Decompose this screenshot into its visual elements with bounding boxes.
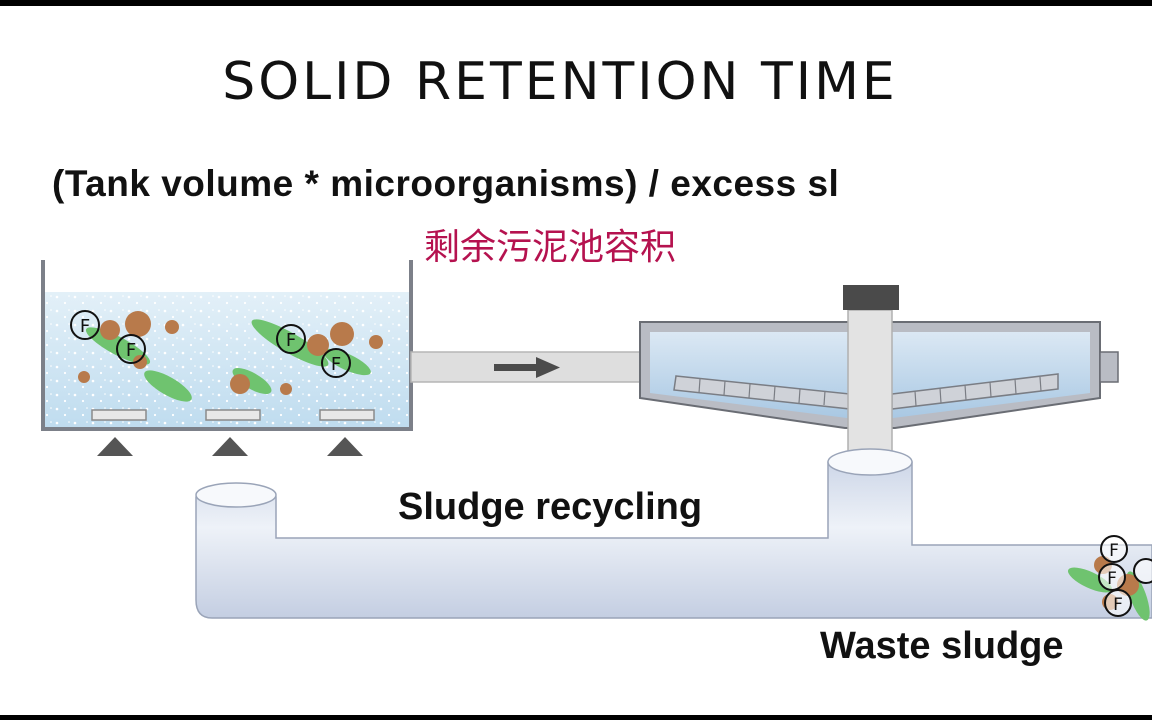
aeration-tank <box>41 260 413 456</box>
green-floc <box>251 319 329 367</box>
tank-support <box>97 437 133 456</box>
f-badge-letter: F <box>80 316 90 337</box>
tank-support <box>327 437 363 456</box>
chinese-subtitle: 剩余污泥池容积 <box>424 227 677 268</box>
f-badge-letter: F <box>1107 569 1117 589</box>
waste-sludge-label: Waste sludge <box>820 625 1064 667</box>
green-floc <box>144 370 192 402</box>
brown-floc <box>133 355 147 369</box>
brown-floc <box>78 371 90 383</box>
f-badge-letter: F <box>286 330 296 351</box>
brown-floc <box>369 335 383 349</box>
tank-support <box>212 437 248 456</box>
tank-walls <box>41 260 413 431</box>
brown-floc <box>230 374 250 394</box>
air-diffuser <box>91 409 147 421</box>
f-badge <box>1133 558 1152 584</box>
brown-floc <box>280 383 292 395</box>
air-diffuser <box>319 409 375 421</box>
sludge-recycling-label: Sludge recycling <box>398 486 703 528</box>
f-badge: F <box>276 324 306 354</box>
f-badge: F <box>116 334 146 364</box>
clarifier-shaft <box>847 309 893 461</box>
clarifier-drive <box>843 285 899 310</box>
f-badge: F <box>70 310 100 340</box>
f-badge-letter: F <box>1109 541 1119 561</box>
bottom-frame-bar <box>0 715 1152 720</box>
clarifier-tank <box>639 285 1119 461</box>
f-badge: F <box>1098 563 1126 591</box>
brown-floc <box>125 311 151 337</box>
formula-text: (Tank volume * microorganisms) / excess … <box>52 163 840 204</box>
f-badge-letter: F <box>126 340 136 361</box>
green-floc <box>1067 567 1113 593</box>
brown-floc <box>165 320 179 334</box>
green-floc <box>323 348 371 376</box>
air-diffuser <box>205 409 261 421</box>
slide-title: SOLID RETENTION TIME <box>222 52 898 112</box>
brown-floc <box>330 322 354 346</box>
f-badge: F <box>321 348 351 378</box>
pipe-opening <box>195 482 277 508</box>
f-badge: F <box>1100 535 1128 563</box>
brown-floc <box>307 334 329 356</box>
top-frame-bar <box>0 0 1152 6</box>
clarifier-outlet <box>1099 351 1119 383</box>
f-badge-letter: F <box>1113 595 1123 615</box>
f-badge-letter: F <box>331 354 341 375</box>
f-badge: F <box>1104 589 1132 617</box>
brown-floc <box>100 320 120 340</box>
pipe-opening <box>827 448 913 476</box>
flow-arrow-icon <box>494 357 560 378</box>
sludge-recycle-pipe <box>195 448 1152 619</box>
